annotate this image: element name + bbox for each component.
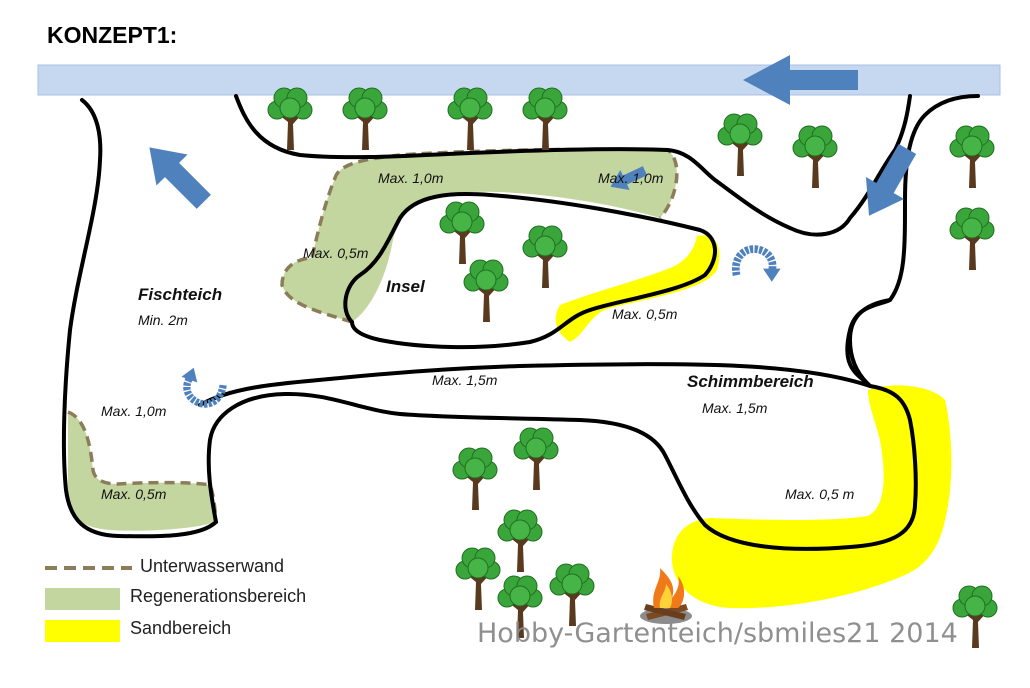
tree: [717, 113, 763, 177]
tree: [342, 87, 388, 151]
tree: [549, 563, 595, 627]
label-insel: Insel: [386, 277, 425, 296]
island-bridge: [847, 298, 891, 388]
arrow-southwest: [865, 144, 917, 216]
pond-outline-middle: [198, 362, 872, 407]
page-title: KONZEPT1:: [47, 22, 178, 48]
depth-label: Max. 0,5 m: [785, 486, 855, 502]
tree: [455, 547, 501, 611]
tree: [452, 447, 498, 511]
legend-regeneration: Regenerationsbereich: [130, 586, 307, 606]
depth-label: Max. 0,5m: [101, 486, 167, 502]
label-fischteich: Fischteich: [138, 285, 223, 304]
tree: [522, 87, 568, 151]
regeneration-area-top: [282, 149, 677, 322]
tree: [497, 509, 543, 573]
curl-arrow-left: [175, 365, 226, 409]
label-fischteich-depth: Min. 2m: [138, 312, 188, 328]
depth-label: Max. 1,0m: [101, 403, 167, 419]
depth-label: Max. 1,0m: [378, 170, 444, 186]
curl-arrow-right: [736, 249, 781, 282]
depth-label: Max. 1,5m: [432, 372, 498, 388]
island-outline: [343, 192, 717, 350]
sand-area-island: [555, 235, 720, 342]
tree: [952, 585, 998, 649]
tree: [513, 427, 559, 491]
depth-label: Max. 1,5m: [702, 400, 768, 416]
label-schwimmbereich: Schimmbereich: [687, 372, 814, 391]
legend-regeneration-swatch: [45, 588, 120, 610]
tree: [447, 87, 493, 151]
stream-arrow: [743, 55, 858, 105]
legend-sand-swatch: [45, 620, 120, 642]
campfire-icon: [640, 568, 692, 624]
tree: [949, 207, 995, 271]
legend-sand: Sandbereich: [130, 618, 232, 638]
arrow-northwest: [149, 147, 211, 209]
tree: [267, 87, 313, 151]
tree: [792, 125, 838, 189]
depth-label: Max. 0,5m: [612, 306, 678, 322]
depth-label: Max. 1,0m: [598, 170, 664, 186]
sand-area-beach: [671, 385, 952, 609]
tree: [949, 125, 995, 189]
arrow-small-island: [610, 166, 648, 190]
regeneration-area-bottom: [68, 412, 216, 531]
legend-underwater-wall: Unterwasserwand: [140, 556, 285, 576]
watermark: Hobby-Gartenteich/sbmiles21 2014: [477, 618, 958, 649]
depth-label: Max. 0,5m: [303, 245, 369, 261]
